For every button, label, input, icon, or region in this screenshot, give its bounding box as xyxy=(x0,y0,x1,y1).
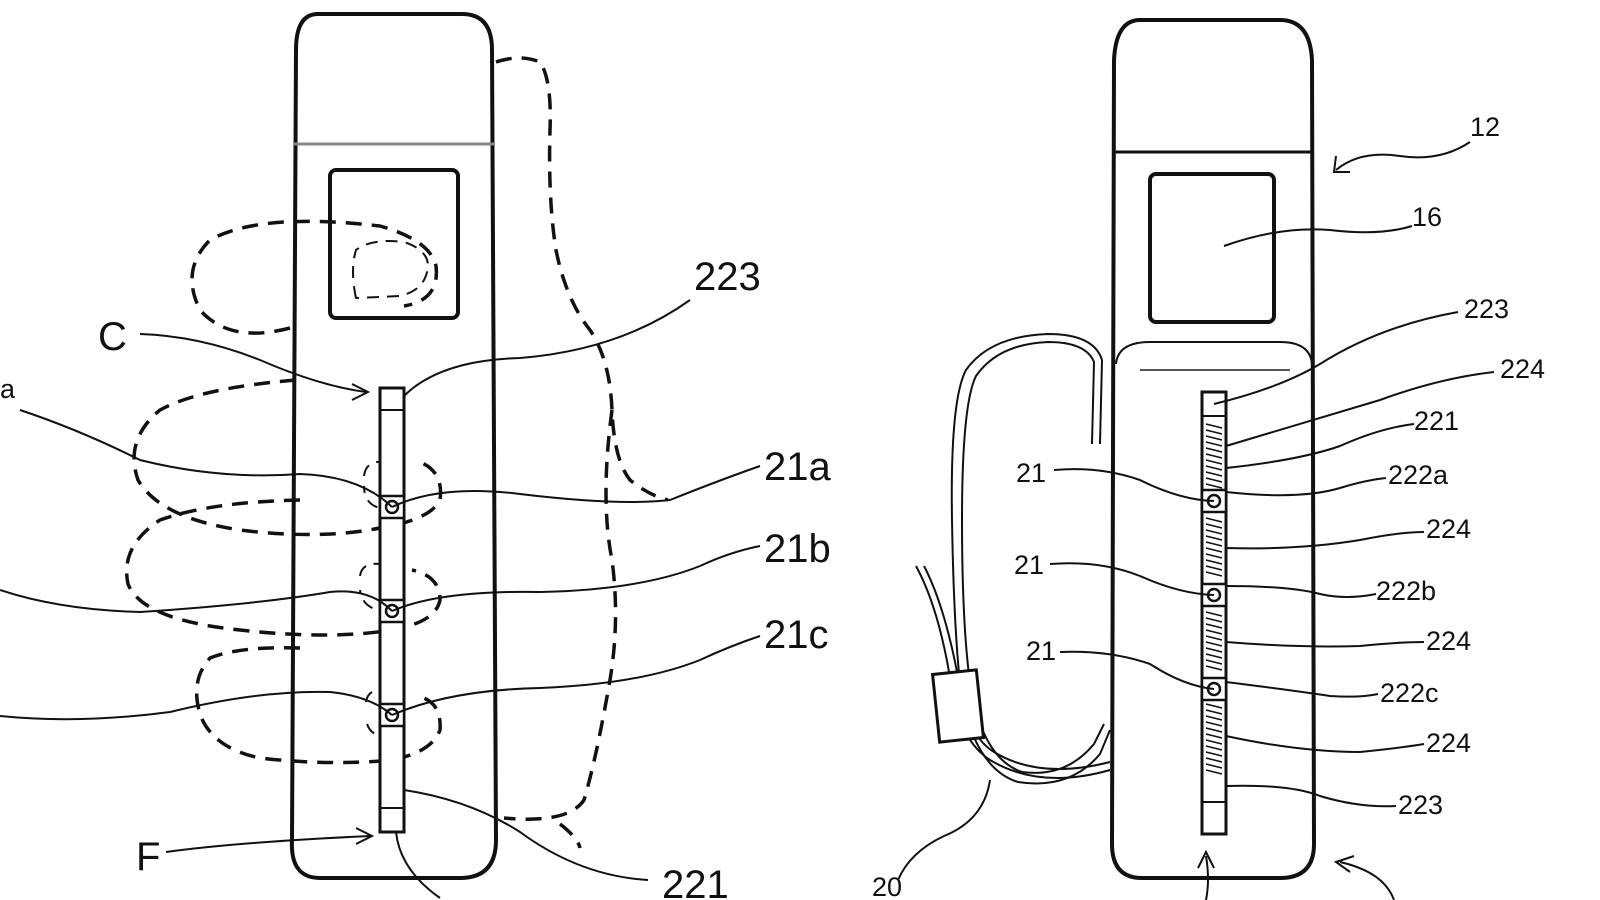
label-224-3: 224 xyxy=(1426,626,1471,656)
leader-a xyxy=(19,409,393,508)
label-224-2: 224 xyxy=(1426,514,1471,544)
label-221-left: 221 xyxy=(662,863,729,900)
leader-222c xyxy=(1225,681,1379,698)
leader-21-2 xyxy=(1049,562,1215,596)
leader-f xyxy=(165,835,371,853)
spring-224-3 xyxy=(1205,611,1223,671)
right-button-strip xyxy=(1200,390,1228,836)
label-20: 20 xyxy=(872,872,902,900)
label-16: 16 xyxy=(1412,202,1442,232)
arrow-c xyxy=(351,383,371,401)
right-display-window xyxy=(1148,172,1276,324)
hand-thumb-outline xyxy=(495,56,669,502)
label-224-1: 224 xyxy=(1500,354,1545,384)
arrow-12 xyxy=(1332,155,1350,173)
leader-16 xyxy=(1223,225,1413,247)
leader-21a xyxy=(391,465,761,508)
index-finger-outline xyxy=(132,378,443,537)
right-strap-cover xyxy=(1115,341,1313,365)
right-figure: 12 16 223 224 221 21 222a 224 21 222b 22… xyxy=(872,18,1545,900)
leader-left-c xyxy=(0,690,393,721)
hand-lower-edge xyxy=(558,822,582,849)
leader-left-b xyxy=(0,589,393,614)
leader-224-4 xyxy=(1225,735,1425,754)
leader-20 xyxy=(897,779,991,881)
label-a: a xyxy=(0,374,16,404)
label-21c: 21c xyxy=(764,613,829,657)
arrow-bottom-center xyxy=(1197,849,1215,900)
label-c: C xyxy=(98,315,127,359)
thumbnail-outline xyxy=(352,240,430,300)
leader-21c xyxy=(391,635,761,716)
label-223-bottom: 223 xyxy=(1398,790,1443,820)
leader-224-3 xyxy=(1225,641,1425,648)
leader-221-left xyxy=(403,789,649,881)
strap-inner xyxy=(960,340,1105,774)
label-21-2: 21 xyxy=(1014,550,1044,580)
arrow-f xyxy=(355,827,375,845)
spring-224-4 xyxy=(1205,703,1223,775)
leader-223-bottom xyxy=(1225,784,1397,808)
hand-palm-outline xyxy=(503,409,618,821)
arrow-bottom-right xyxy=(1333,855,1395,900)
thumb-tip-outline xyxy=(190,219,439,335)
leader-bottom-left xyxy=(395,831,441,899)
label-222a: 222a xyxy=(1388,460,1449,490)
leader-223-top xyxy=(1213,311,1459,405)
left-figure: 223 C a 21a 21b 21c F 221 xyxy=(0,12,831,900)
leader-221-right xyxy=(1225,423,1415,469)
spring-224-2 xyxy=(1205,517,1223,577)
strap-outer xyxy=(950,332,1111,785)
spring-224-1 xyxy=(1205,423,1223,489)
ring-finger-outline xyxy=(194,645,442,765)
leader-222a xyxy=(1225,477,1387,497)
strap-clasp xyxy=(930,668,986,744)
middle-fingernail xyxy=(359,562,402,612)
label-21a: 21a xyxy=(764,445,831,489)
leader-223-left xyxy=(403,299,691,397)
label-223-top: 223 xyxy=(1464,294,1509,324)
label-223-left: 223 xyxy=(694,255,761,299)
label-222b: 222b xyxy=(1376,576,1436,606)
middle-finger-outline xyxy=(124,498,442,637)
leader-21b xyxy=(391,545,761,612)
label-224-4: 224 xyxy=(1426,728,1471,758)
label-222c: 222c xyxy=(1380,678,1439,708)
leader-c xyxy=(139,333,367,393)
label-21-1: 21 xyxy=(1016,458,1046,488)
leader-21-3 xyxy=(1059,650,1215,690)
label-21b: 21b xyxy=(764,527,831,571)
label-f: F xyxy=(136,835,160,879)
leader-224-1 xyxy=(1225,371,1495,447)
label-21-3: 21 xyxy=(1026,636,1056,666)
leader-224-2 xyxy=(1225,531,1425,550)
left-display-window xyxy=(328,168,460,320)
label-221-right: 221 xyxy=(1414,406,1459,436)
ring-fingernail xyxy=(365,688,406,738)
leader-222b xyxy=(1225,585,1377,598)
leader-12 xyxy=(1335,141,1471,171)
label-12: 12 xyxy=(1470,112,1500,142)
leader-21-1 xyxy=(1053,468,1215,502)
index-fingernail xyxy=(363,460,406,510)
